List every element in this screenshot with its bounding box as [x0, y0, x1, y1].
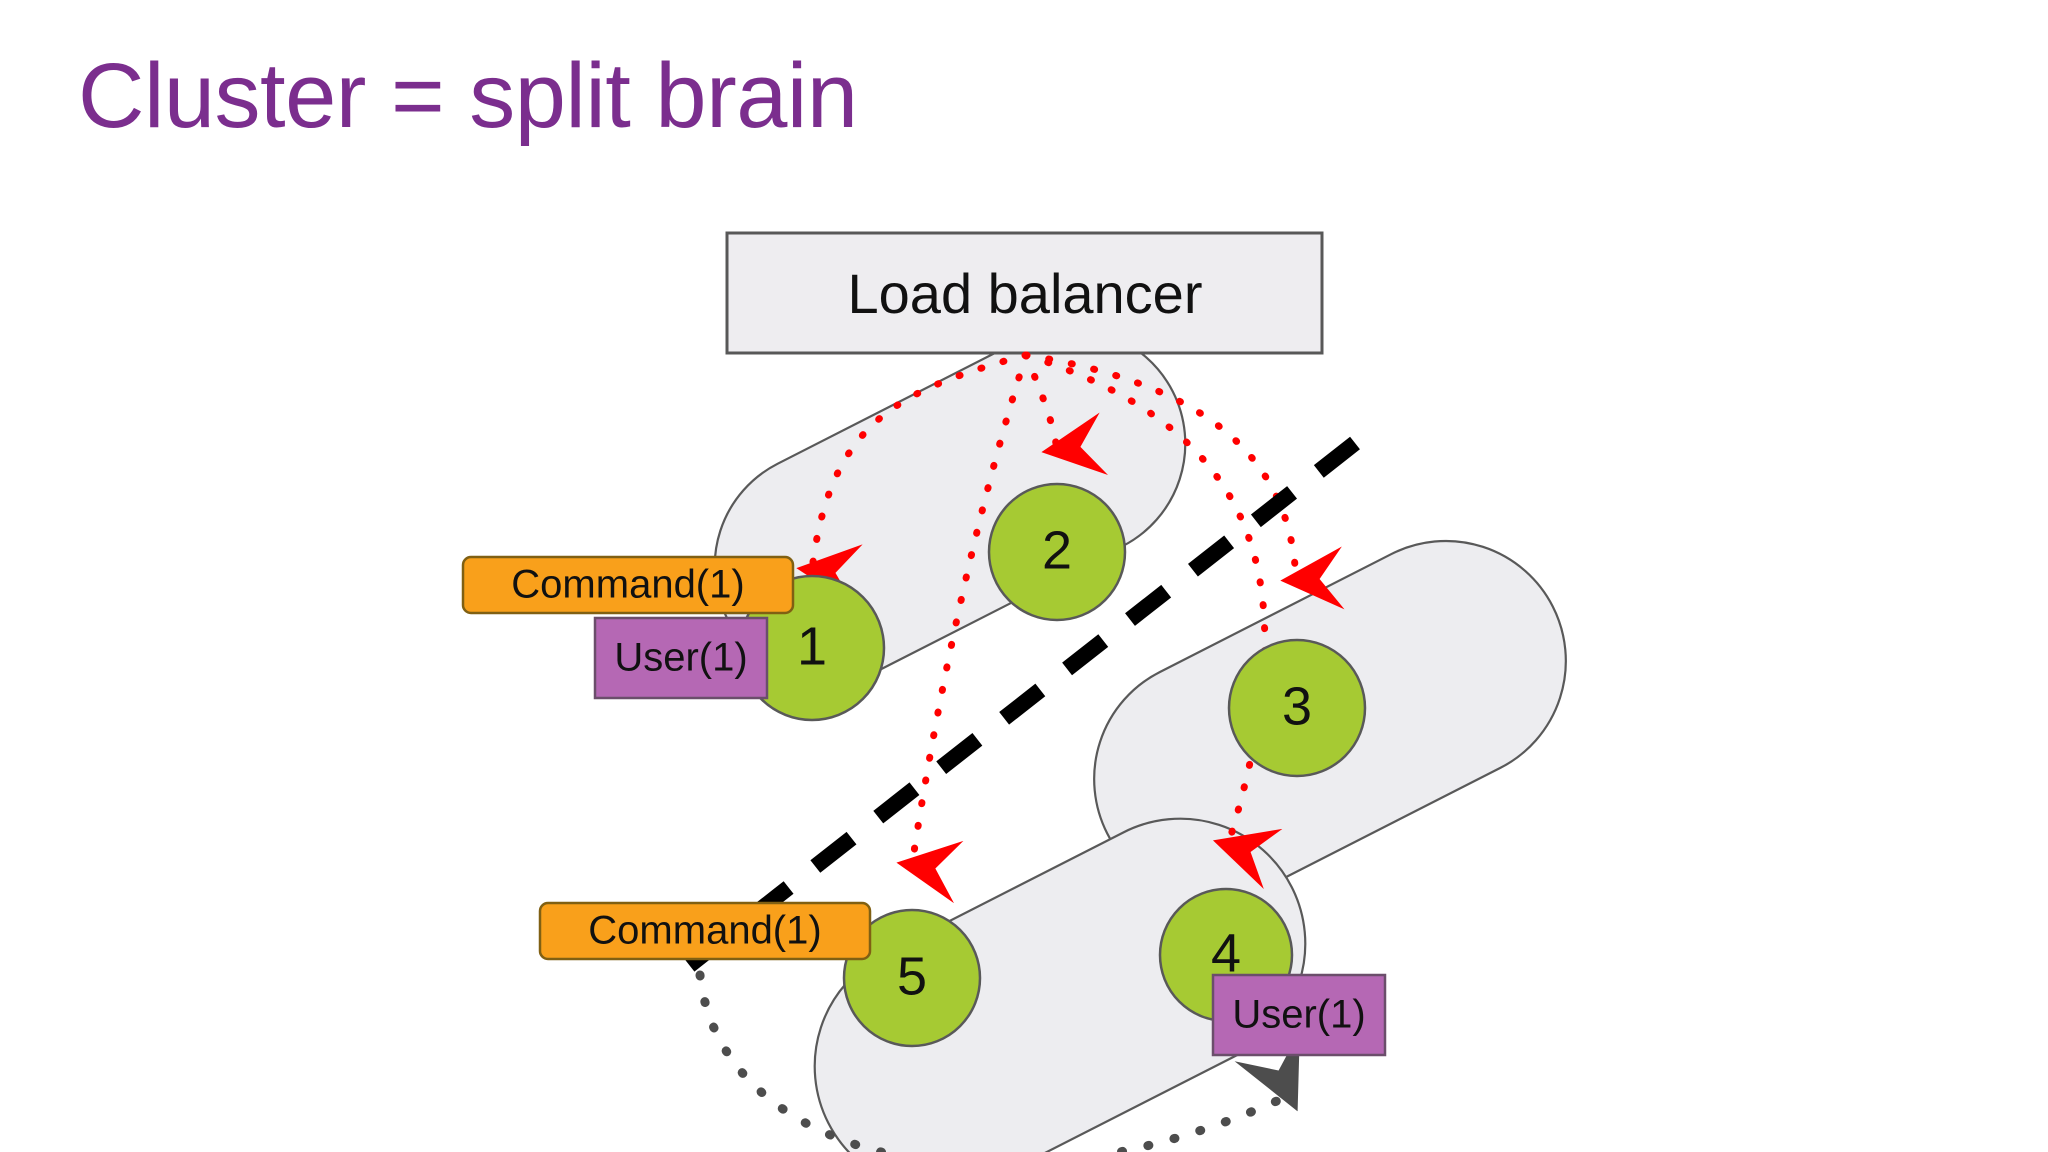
user-tag-bottom[interactable]: User(1) [1211, 973, 1387, 1057]
command-tag-bottom[interactable]: Command(1) [538, 901, 872, 961]
node-2[interactable]: 2 [987, 482, 1127, 622]
request-arrow-to-node-3 [1022, 351, 1345, 610]
network-partition-split-line [681, 436, 1360, 975]
node-3-circle[interactable] [1227, 638, 1367, 778]
node-1-label: 1 [797, 616, 827, 676]
request-arrow-to-node-1 [796, 351, 1030, 607]
user-flow-arrow [695, 970, 1300, 1152]
node-5-label: 5 [897, 946, 927, 1006]
command-tag-bottom-rect[interactable] [538, 901, 872, 961]
load-balancer-rect[interactable] [725, 231, 1324, 355]
command-tag-top-label: Command(1) [511, 563, 744, 607]
node-3-label: 3 [1282, 676, 1312, 736]
node-2-label: 2 [1042, 520, 1072, 580]
load-balancer-label: Load balancer [848, 262, 1203, 325]
user-tag-bottom-rect[interactable] [1211, 973, 1387, 1057]
node-5[interactable]: 5 [842, 908, 982, 1048]
node-2-circle[interactable] [987, 482, 1127, 622]
user-tag-top-label: User(1) [614, 636, 747, 680]
command-tag-top-rect[interactable] [461, 555, 795, 615]
user-tag-top[interactable]: User(1) [593, 616, 769, 700]
command-tag-bottom-label: Command(1) [588, 909, 821, 953]
request-arrow-to-node-2 [1022, 351, 1109, 475]
node-4-label: 4 [1211, 923, 1241, 983]
load-balancer-box[interactable]: Load balancer [725, 231, 1324, 355]
user-tag-bottom-label: User(1) [1232, 993, 1365, 1037]
page-title: Cluster = split brain [78, 45, 858, 147]
node-5-circle[interactable] [842, 908, 982, 1048]
node-3[interactable]: 3 [1227, 638, 1367, 778]
user-tag-top-rect[interactable] [593, 616, 769, 700]
command-tag-top[interactable]: Command(1) [461, 555, 795, 615]
